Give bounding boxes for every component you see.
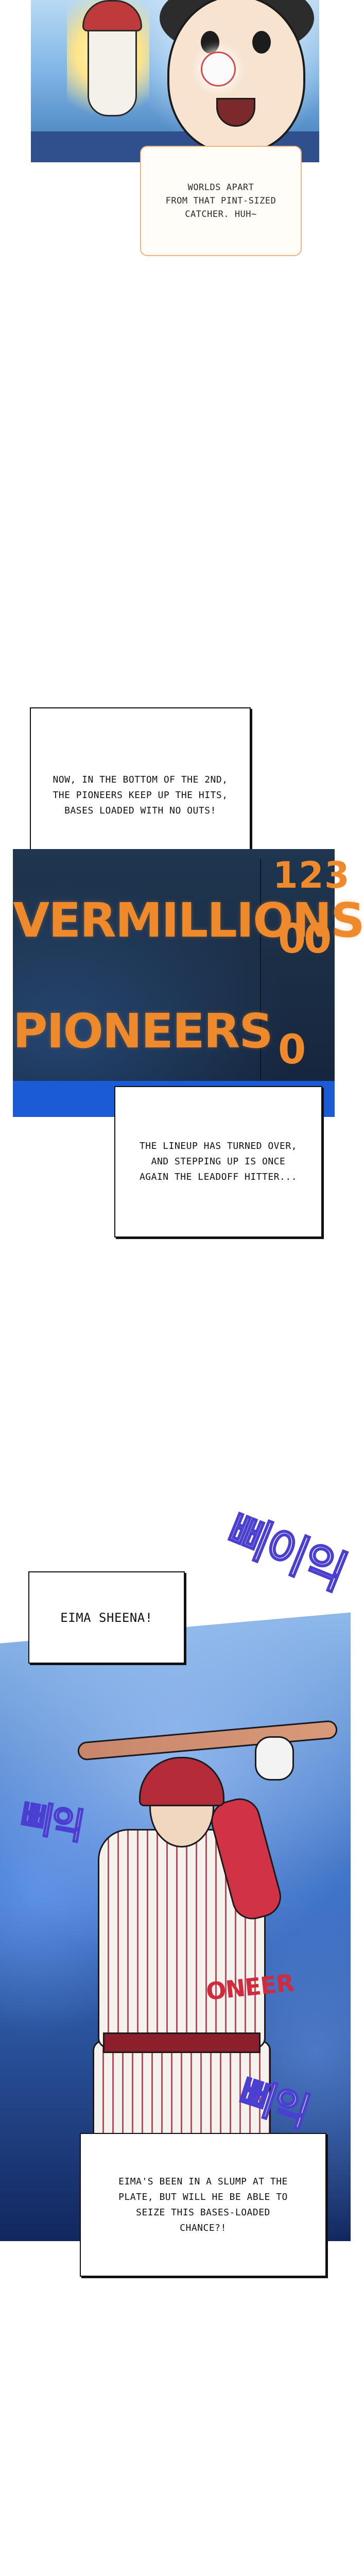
pitcher-right-eye (252, 31, 271, 54)
scoreboard-panel: 1 2 3 VERMILLIONS 0 0 PIONEERS 0 (13, 849, 364, 1117)
pitcher-left-eye (201, 31, 219, 54)
inning-label-1: 1 (273, 854, 298, 896)
narration-box-4-text: EIMA'S BEEN IN A SLUMP AT THE PLATE, BUT… (118, 2176, 288, 2233)
inning-label-2: 2 (299, 854, 324, 896)
score-vermillions-2: 0 (304, 916, 332, 962)
team-name-pioneers: PIONEERS (13, 1004, 273, 1059)
manga-panel-top (31, 0, 319, 162)
score-vermillions-1: 0 (278, 916, 306, 962)
scoreboard-glow (13, 849, 335, 1117)
sound-effect-2: 삐익 (16, 1795, 86, 1849)
baseball (201, 52, 236, 87)
team-name-vermillions: VERMILLIONS (13, 893, 364, 948)
sound-effect-1: 삐이익 (218, 1503, 353, 1601)
narration-box-4: EIMA'S BEEN IN A SLUMP AT THE PLATE, BUT… (80, 2133, 326, 2277)
speech-bubble-1-text: WORLDS APART FROM THAT PINT-SIZED CATCHE… (165, 182, 276, 219)
narration-box-2-text: THE LINEUP HAS TURNED OVER, AND STEPPING… (139, 1141, 298, 1182)
narration-box-3-text: EIMA SHEENA! (60, 1610, 153, 1625)
pitcher-face (167, 0, 305, 154)
narration-box-2: THE LINEUP HAS TURNED OVER, AND STEPPING… (114, 1086, 322, 1238)
inning-label-3: 3 (324, 854, 350, 896)
narration-box-1-text: NOW, IN THE BOTTOM OF THE 2ND, THE PIONE… (53, 774, 228, 816)
speech-bubble-1: WORLDS APART FROM THAT PINT-SIZED CATCHE… (140, 146, 302, 256)
batter-belt (103, 2032, 261, 2053)
score-pioneers-1: 0 (278, 1027, 306, 1073)
narration-box-3: EIMA SHEENA! (28, 1571, 185, 1664)
batting-glove (255, 1736, 294, 1781)
scoreboard-inning-column (260, 859, 338, 1096)
